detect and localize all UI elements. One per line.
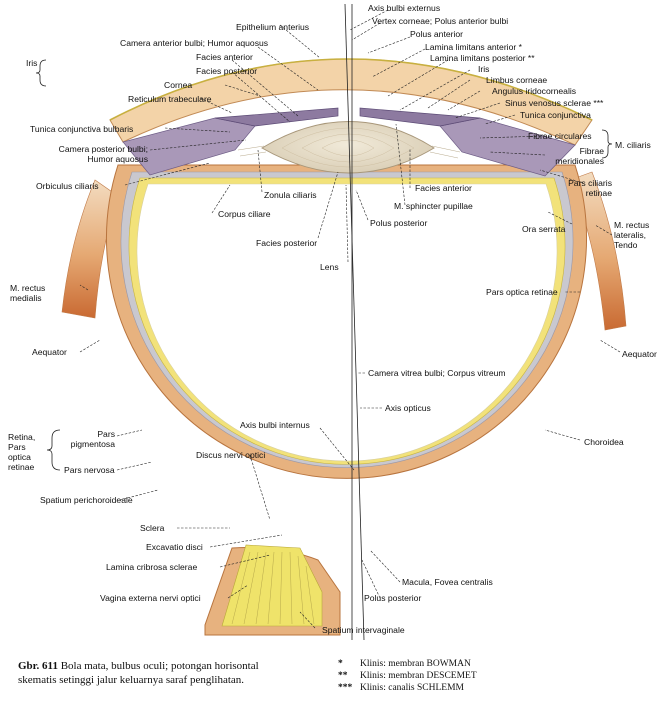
- label-iris-left: Iris: [26, 58, 38, 68]
- label-pars-optica-retinae: Pars optica retinae: [486, 287, 558, 297]
- label-choroidea: Choroidea: [584, 437, 624, 447]
- label-lamina-posterior: Lamina limitans posterior **: [430, 53, 535, 63]
- label-reticulum-trabeculare: Reticulum trabeculare: [128, 94, 212, 104]
- label-retina-group-4: retinae: [8, 462, 35, 472]
- label-m-rectus-lat-1: M. rectus: [614, 220, 650, 230]
- label-m-sphincter: M. sphincter pupillae: [394, 201, 473, 211]
- corneal-epithelium: [109, 58, 593, 121]
- label-lamina-cribrosa: Lamina cribrosa sclerae: [106, 562, 198, 572]
- label-pars-ciliaris-1: Pars ciliaris: [568, 178, 612, 188]
- label-m-rectus-lat-3: Tendo: [614, 240, 638, 250]
- optic-nerve-core: [221, 544, 323, 627]
- vitreous-shape: [136, 183, 558, 462]
- label-aequator-left: Aequator: [32, 347, 67, 357]
- label-axis-bulbi-internus: Axis bulbi internus: [240, 420, 310, 430]
- caption-line-2: skematis setinggi jalur keluarnya saraf …: [18, 674, 245, 686]
- label-m-rectus-med-2: medialis: [10, 293, 42, 303]
- label-vagina-externa: Vagina externa nervi optici: [100, 593, 201, 603]
- label-facies-anterior-iris: Facies anterior: [196, 52, 253, 62]
- footnote-3-marker: ***: [338, 683, 353, 693]
- brackets: [35, 59, 613, 471]
- label-camera-posterior-2: Humor aquosus: [87, 154, 148, 164]
- label-axis-bulbi-externus: Axis bulbi externus: [368, 3, 441, 13]
- label-facies-posterior-iris: Facies posterior: [196, 66, 258, 76]
- iris-left-shape: [214, 107, 339, 127]
- footnote-2-text: Klinis: membran DESCEMET: [360, 671, 477, 681]
- ciliary-body-left: [122, 117, 256, 176]
- label-pars-nervosa: Pars nervosa: [64, 465, 115, 475]
- label-pars-pigmentosa-1: Pars: [97, 429, 115, 439]
- label-facies-posterior-lens: Facies posterior: [256, 238, 318, 248]
- label-corpus-ciliare: Corpus ciliare: [218, 209, 271, 219]
- ciliary-body-right: [439, 117, 576, 177]
- label-tunica-conj-bulbaris: Tunica conjunctiva bulbaris: [30, 124, 134, 134]
- label-polus-posterior-lens: Polus posterior: [370, 218, 428, 228]
- label-axis-opticus: Axis opticus: [385, 403, 431, 413]
- figure-caption: Gbr. 611 Bola mata, bulbus oculi; potong…: [18, 659, 318, 687]
- figure-number: Gbr. 611: [18, 660, 58, 672]
- lens-shape: [261, 121, 435, 174]
- label-iris-right: Iris: [478, 64, 490, 74]
- label-discus-nervi-optici: Discus nervi optici: [196, 450, 266, 460]
- label-vertex-corneae: Vertex corneae; Polus anterior bulbi: [372, 16, 509, 26]
- caption-line-1: Bola mata, bulbus oculi; potongan horiso…: [60, 660, 259, 672]
- label-cornea: Cornea: [164, 80, 193, 90]
- label-orbiculus-ciliaris: Orbiculus ciliaris: [36, 181, 99, 191]
- footnote-2: ** Klinis: membran DESCEMET: [338, 671, 477, 682]
- label-facies-anterior-lens: Facies anterior: [415, 183, 472, 193]
- axis-bulbi-line: [344, 3, 365, 641]
- iris-right-shape: [359, 107, 481, 127]
- label-m-rectus-lat-2: lateralis,: [614, 230, 646, 240]
- label-polus-anterior: Polus anterior: [410, 29, 464, 39]
- optic-nerve-fibres: [231, 551, 315, 625]
- label-limbus-corneae: Limbus corneae: [486, 75, 548, 85]
- label-tunica-conjunctiva: Tunica conjunctiva: [520, 110, 591, 120]
- label-m-ciliaris: M. ciliaris: [615, 140, 651, 150]
- label-spatium-intervaginale: Spatium intervaginale: [322, 625, 405, 635]
- footnote-3: *** Klinis: canalis SCHLEMM: [338, 683, 464, 694]
- label-polus-posterior-bulbi: Polus posterior: [364, 593, 422, 603]
- leader-lines: [79, 9, 621, 629]
- label-pars-ciliaris-2: retinae: [585, 188, 612, 198]
- label-pars-pigmentosa-2: pigmentosa: [70, 439, 115, 449]
- label-m-rectus-med-1: M. rectus: [10, 283, 46, 293]
- lens-rings: [281, 127, 415, 168]
- label-camera-posterior-1: Camera posterior bulbi;: [58, 144, 148, 154]
- label-excavatio-disci: Excavatio disci: [146, 542, 203, 552]
- label-fibrae-circulares: Fibrae circulares: [528, 131, 592, 141]
- footnote-1: * Klinis: membran BOWMAN: [338, 659, 471, 670]
- label-macula: Macula, Fovea centralis: [402, 577, 493, 587]
- label-lamina-anterior: Lamina limitans anterior *: [425, 42, 522, 52]
- label-fibrae-merid-1: Fibrae: [579, 146, 604, 156]
- footnote-1-marker: *: [338, 659, 343, 669]
- label-sclera: Sclera: [140, 523, 165, 533]
- label-camera-anterior: Camera anterior bulbi; Humor aquosus: [120, 38, 269, 48]
- label-zonula-ciliaris: Zonula ciliaris: [264, 190, 317, 200]
- label-camera-vitrea: Camera vitrea bulbi; Corpus vitreum: [368, 368, 506, 378]
- label-retina-group-2: Pars: [8, 442, 26, 452]
- label-fibrae-merid-2: meridionales: [555, 156, 604, 166]
- label-retina-group-1: Retina,: [8, 432, 36, 442]
- footnote-2-marker: **: [338, 671, 348, 681]
- label-angulus-iridocornealis: Angulus iridocornealis: [492, 86, 577, 96]
- label-lens: Lens: [320, 262, 339, 272]
- label-aequator-right: Aequator: [622, 349, 657, 359]
- label-sinus-venosus: Sinus venosus sclerae ***: [505, 98, 604, 108]
- footnote-1-text: Klinis: membran BOWMAN: [360, 659, 471, 669]
- footnote-3-text: Klinis: canalis SCHLEMM: [360, 683, 464, 693]
- label-epithelium-anterius: Epithelium anterius: [236, 22, 310, 32]
- label-ora-serrata: Ora serrata: [522, 224, 566, 234]
- label-spatium-perichoroideale: Spatium perichoroideale: [40, 495, 133, 505]
- label-retina-group-3: optica: [8, 452, 31, 462]
- zonular-fibres: [237, 145, 461, 159]
